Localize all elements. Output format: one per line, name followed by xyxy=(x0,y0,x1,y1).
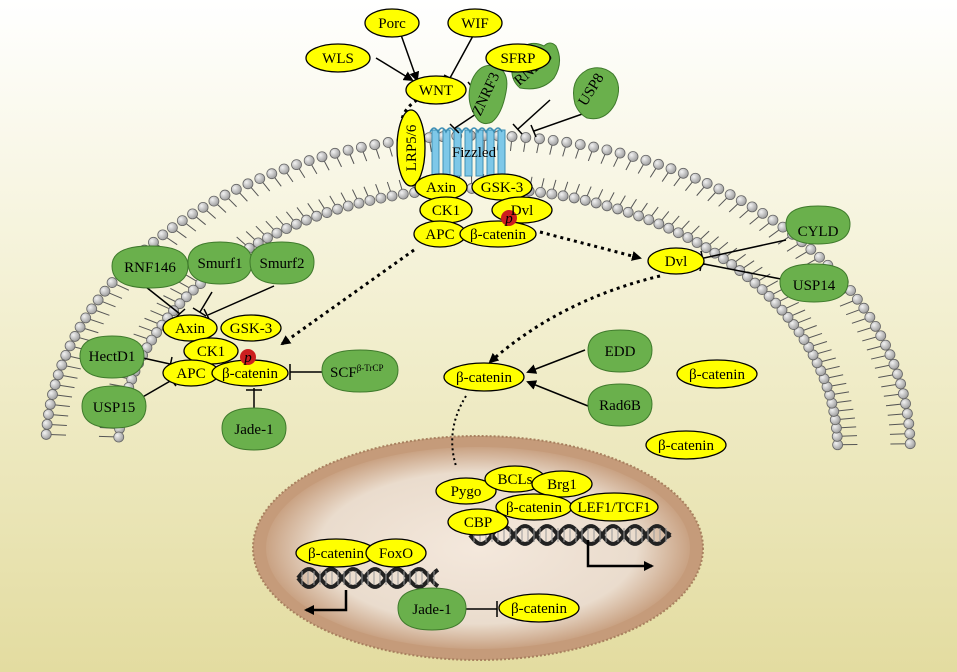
znrf3-blob xyxy=(468,64,508,125)
dvl-mid-label: Dvl xyxy=(665,254,688,270)
wif-label: WIF xyxy=(461,16,489,32)
pygo-label: Pygo xyxy=(451,484,482,500)
rnf146-label: RNF146 xyxy=(124,260,176,276)
phospho-icon-left xyxy=(240,349,256,365)
usp15-label: USP15 xyxy=(93,400,136,416)
wnt-label: WNT xyxy=(419,83,453,99)
lrp-label: LRP5/6 xyxy=(404,124,420,171)
edd-label: EDD xyxy=(605,344,636,360)
svg-text:p: p xyxy=(504,211,513,227)
rad6b-label: Rad6B xyxy=(599,398,641,414)
ck1-top-label: CK1 xyxy=(432,203,460,219)
gsk-top-label: GSK-3 xyxy=(481,180,524,196)
jade1-left-label: Jade-1 xyxy=(234,422,273,438)
bcat-free2-label: β-catenin xyxy=(658,438,714,454)
apc-left-label: APC xyxy=(176,366,205,382)
svg-text:p: p xyxy=(243,350,252,366)
nuclear-import-path xyxy=(451,395,467,467)
dvl-top-label: Dvl xyxy=(511,203,534,219)
bcat-free1-label: β-catenin xyxy=(689,367,745,383)
wls-label: WLS xyxy=(322,51,354,67)
foxo-label: FoxO xyxy=(379,546,413,562)
brg1-label: Brg1 xyxy=(547,477,577,493)
transcription-arrows xyxy=(304,540,654,615)
axin-top-label: Axin xyxy=(426,180,457,196)
fizzled-label: Fizzled xyxy=(452,145,497,161)
smurf1-label: Smurf1 xyxy=(198,256,243,272)
scf-label: SCFβ-TrCP xyxy=(330,363,383,381)
smurf2-label: Smurf2 xyxy=(260,256,305,272)
bcat-foxo-label: β-catenin xyxy=(308,546,364,562)
bcat-top-label: β-catenin xyxy=(470,227,526,243)
bcat-nuc-label: β-catenin xyxy=(506,500,562,516)
interaction-lines xyxy=(133,31,787,617)
usp8-blob xyxy=(573,67,619,120)
sfrp-label: SFRP xyxy=(500,51,535,67)
porc-label: Porc xyxy=(378,16,406,32)
phospho-icon xyxy=(501,210,517,226)
lef-label: LEF1/TCF1 xyxy=(577,500,650,516)
cbp-label: CBP xyxy=(464,515,492,531)
bcls-label: BCLs xyxy=(497,472,532,488)
bcat-left-label: β-catenin xyxy=(222,366,278,382)
jade1-nuc-label: Jade-1 xyxy=(412,602,451,618)
bcat-nuc2-label: β-catenin xyxy=(511,601,567,617)
gsk-left-label: GSK-3 xyxy=(230,321,273,337)
apc-top-label: APC xyxy=(425,227,454,243)
fizzled-receptor: Fizzled xyxy=(429,127,506,177)
hectd1-label: HectD1 xyxy=(89,349,136,365)
axin-left-label: Axin xyxy=(175,321,206,337)
bcat-cyto-label: β-catenin xyxy=(456,370,512,386)
ck1-left-label: CK1 xyxy=(197,344,225,360)
usp14-label: USP14 xyxy=(793,278,836,294)
yellow-labels: Porc WIF WLS SFRP WNT LRP5/6 Axin GSK-3 … xyxy=(175,16,745,617)
yellow-proteins xyxy=(162,8,758,623)
cyld-label: CYLD xyxy=(798,224,839,240)
phospho-marks: p p xyxy=(240,210,517,366)
